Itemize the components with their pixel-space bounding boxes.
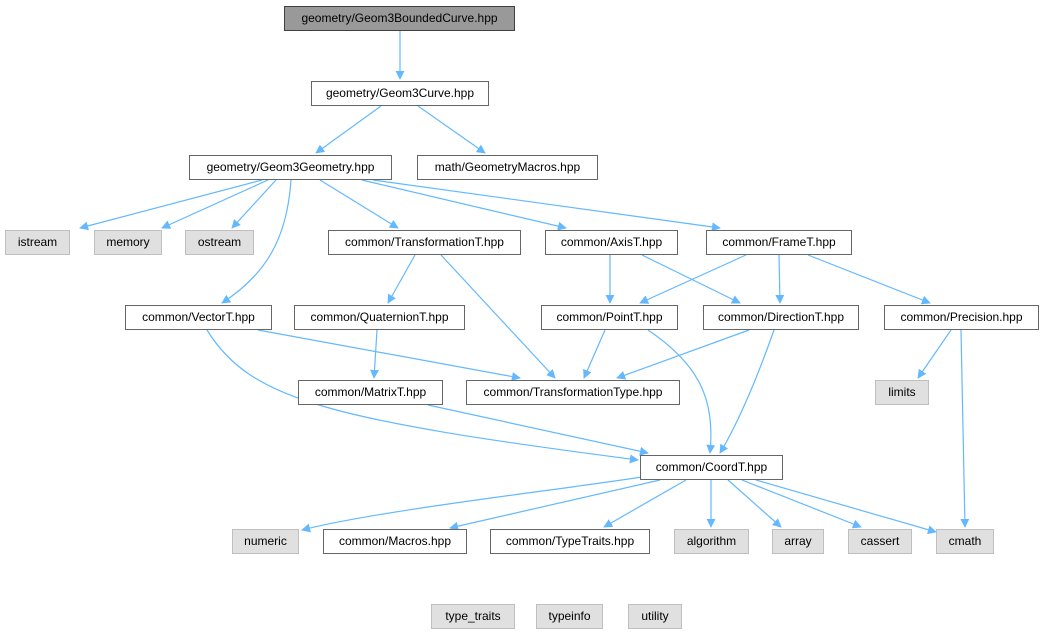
- edge-transformationt-to-quaterniont: [387, 254, 416, 304]
- node-quaterniont[interactable]: common/QuaternionT.hpp: [294, 305, 465, 330]
- node-geom3geometry[interactable]: geometry/Geom3Geometry.hpp: [189, 155, 392, 180]
- node-type-traits: type_traits: [431, 604, 515, 629]
- edge-precision-to-limits: [917, 329, 952, 379]
- node-axist[interactable]: common/AxisT.hpp: [545, 230, 678, 255]
- node-cassert: cassert: [848, 529, 912, 554]
- node-geom3curve[interactable]: geometry/Geom3Curve.hpp: [311, 81, 489, 106]
- node-array: array: [772, 529, 824, 554]
- edge-coordt-to-cassert: [741, 479, 862, 529]
- edge-geom3curve-to-geometrymacros: [417, 105, 486, 154]
- edge-framet-to-pointt: [639, 254, 747, 304]
- node-algorithm: algorithm: [674, 529, 749, 554]
- edge-geom3geometry-to-ostream: [231, 179, 277, 229]
- node-macros[interactable]: common/Macros.hpp: [323, 529, 467, 554]
- edge-framet-to-precision: [807, 254, 931, 305]
- node-istream: istream: [5, 230, 70, 255]
- node-vectort[interactable]: common/VectorT.hpp: [125, 305, 272, 330]
- node-transformationt[interactable]: common/TransformationT.hpp: [328, 230, 521, 255]
- edge-geom3geometry-to-transformationt: [319, 179, 399, 229]
- node-limits: limits: [875, 380, 929, 405]
- edge-pointt-to-coordt: [647, 329, 716, 454]
- edge-geom3geometry-to-vectort: [221, 179, 292, 304]
- node-typetraits[interactable]: common/TypeTraits.hpp: [490, 529, 650, 554]
- node-ostream: ostream: [185, 230, 254, 255]
- edge-vectort-to-transformationtype: [257, 329, 521, 381]
- node-geometrymacros[interactable]: math/GeometryMacros.hpp: [417, 155, 598, 180]
- node-matrixt[interactable]: common/MatrixT.hpp: [298, 380, 443, 405]
- edge-geom3geometry-to-istream: [79, 179, 263, 231]
- node-framet[interactable]: common/FrameT.hpp: [706, 230, 852, 255]
- edge-quaterniont-to-matrixt: [370, 329, 379, 379]
- edge-vectort-to-coordt: [206, 329, 639, 464]
- node-cmath: cmath: [936, 529, 994, 554]
- node-geom3boundedcurve: geometry/Geom3BoundedCurve.hpp: [284, 6, 515, 31]
- edge-geom3geometry-to-axist: [361, 179, 567, 231]
- node-precision[interactable]: common/Precision.hpp: [884, 305, 1039, 330]
- edge-coordt-to-typetraits: [603, 479, 687, 528]
- edge-axist-to-directiont: [641, 254, 741, 304]
- node-utility: utility: [628, 604, 682, 629]
- node-numeric: numeric: [232, 529, 299, 554]
- edge-coordt-to-numeric: [301, 475, 649, 533]
- node-memory: memory: [94, 230, 162, 255]
- node-directiont[interactable]: common/DirectionT.hpp: [703, 305, 859, 330]
- edge-coordt-to-cmath: [755, 479, 937, 535]
- edge-directiont-to-transformationtype: [616, 329, 750, 380]
- edge-geom3geometry-to-framet: [372, 179, 721, 232]
- edge-precision-to-cmath: [960, 329, 970, 528]
- edge-directiont-to-coordt: [719, 329, 775, 454]
- edge-matrixt-to-coordt: [427, 404, 649, 456]
- edge-geom3curve-to-geom3geometry: [315, 105, 382, 154]
- edge-coordt-to-array: [727, 479, 782, 528]
- node-coordt[interactable]: common/CoordT.hpp: [640, 455, 783, 480]
- node-pointt[interactable]: common/PointT.hpp: [541, 305, 678, 330]
- node-typeinfo: typeinfo: [536, 604, 603, 629]
- edge-geom3geometry-to-memory: [161, 179, 269, 229]
- edge-coordt-to-macros: [449, 479, 661, 531]
- edge-transformationt-to-transformationtype: [440, 254, 556, 379]
- edge-framet-to-directiont: [775, 254, 785, 304]
- edge-pointt-to-transformationtype: [583, 329, 606, 379]
- node-transformationtype[interactable]: common/TransformationType.hpp: [466, 380, 680, 405]
